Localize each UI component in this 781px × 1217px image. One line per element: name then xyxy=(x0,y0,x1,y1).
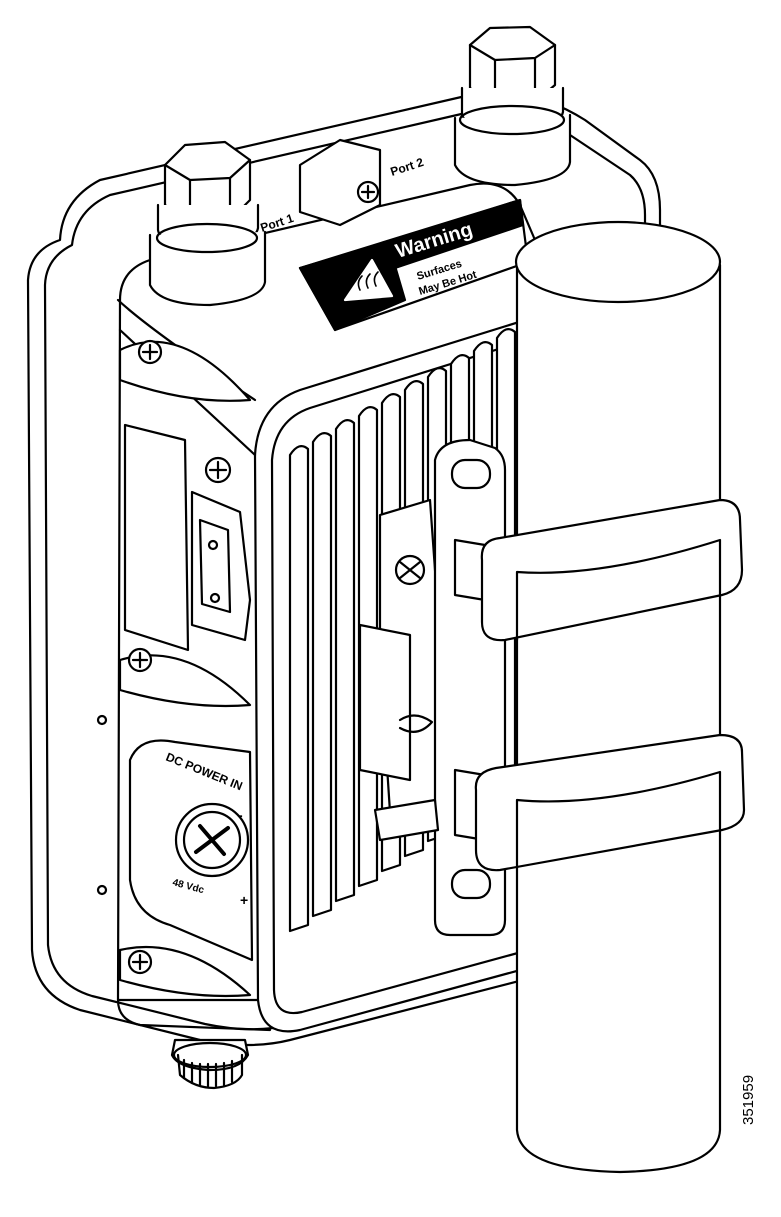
pole-clamp-lower xyxy=(474,733,746,872)
ground-screw-icon xyxy=(298,138,382,227)
cable-gland-icon xyxy=(453,25,572,187)
cable-gland-icon xyxy=(148,140,267,307)
heat-sink-fin xyxy=(288,445,310,933)
heat-sink-fin xyxy=(334,419,356,903)
dc-minus-label: - xyxy=(238,807,243,823)
pole-clamp-upper xyxy=(480,498,744,642)
dc-plus-label: + xyxy=(240,892,248,908)
mounting-pole xyxy=(474,220,746,1174)
front-face: DC POWER IN 48 Vdc - + xyxy=(96,339,254,998)
heat-sink-fin xyxy=(311,432,333,918)
bottom-connector xyxy=(170,1038,250,1090)
figure-id: 351959 xyxy=(740,1074,757,1125)
